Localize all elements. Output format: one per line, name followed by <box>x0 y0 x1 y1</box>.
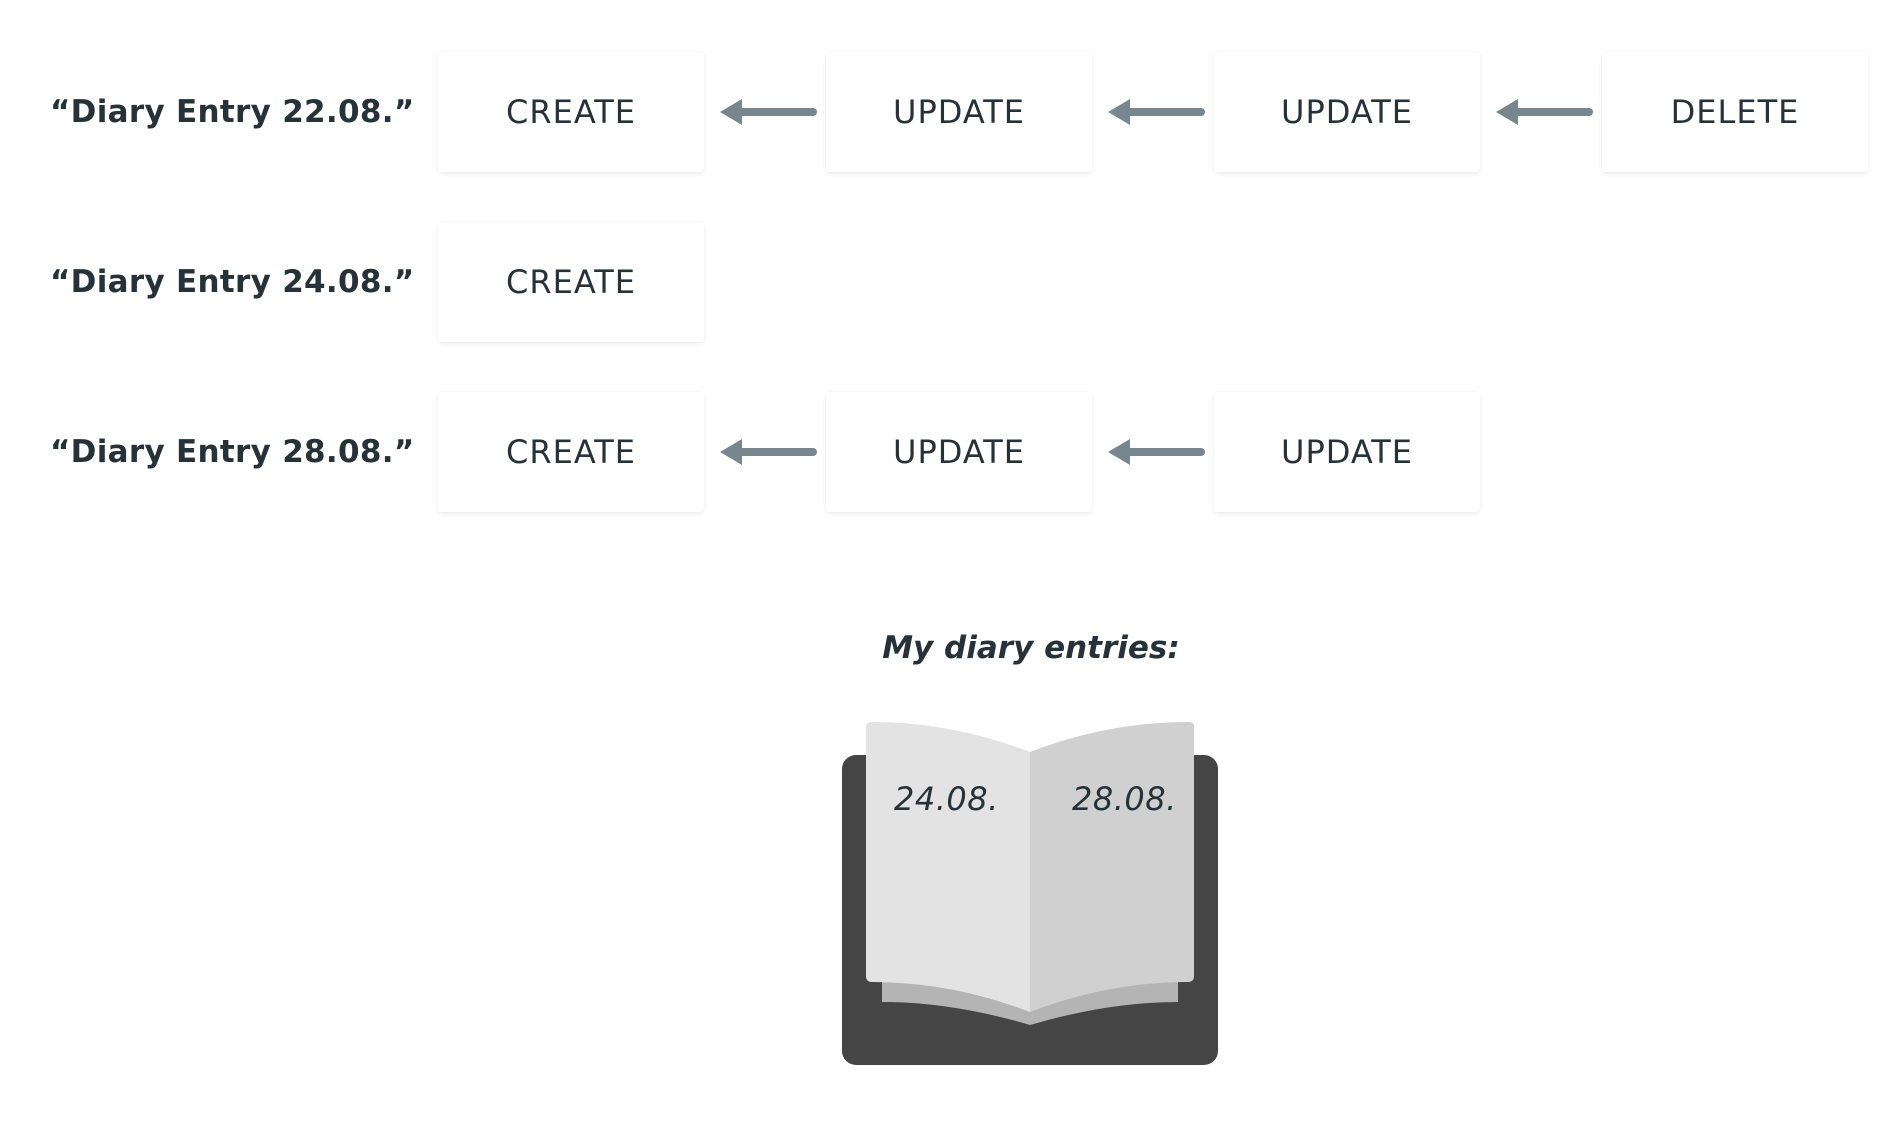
entry-row-28-08: “Diary Entry 28.08.” CREATE UPDATE UPDAT… <box>0 392 1900 512</box>
operation-update: UPDATE <box>1214 392 1480 512</box>
open-book-icon: 24.08. 28.08. <box>842 720 1218 1065</box>
arrow-left-icon <box>720 439 817 465</box>
open-book-graphic <box>842 722 1218 1065</box>
right-page-date: 28.08. <box>1072 780 1177 818</box>
operation-create: CREATE <box>438 392 704 512</box>
diary-caption: My diary entries: <box>882 630 1180 666</box>
operation-update: UPDATE <box>826 52 1092 172</box>
arrow-left-icon <box>1496 99 1593 125</box>
entry-row-22-08: “Diary Entry 22.08.” CREATE UPDATE UPDAT… <box>0 52 1900 172</box>
entry-label: “Diary Entry 22.08.” <box>50 94 415 130</box>
entry-label: “Diary Entry 24.08.” <box>50 264 415 300</box>
operation-create: CREATE <box>438 222 704 342</box>
arrow-left-icon <box>1108 439 1205 465</box>
operation-delete: DELETE <box>1602 52 1868 172</box>
left-page-date: 24.08. <box>894 780 999 818</box>
entry-row-24-08: “Diary Entry 24.08.” CREATE <box>0 222 1900 342</box>
arrow-left-icon <box>720 99 817 125</box>
operation-update: UPDATE <box>826 392 1092 512</box>
arrow-left-icon <box>1108 99 1205 125</box>
entry-label: “Diary Entry 28.08.” <box>50 434 415 470</box>
operation-update: UPDATE <box>1214 52 1480 172</box>
operation-create: CREATE <box>438 52 704 172</box>
